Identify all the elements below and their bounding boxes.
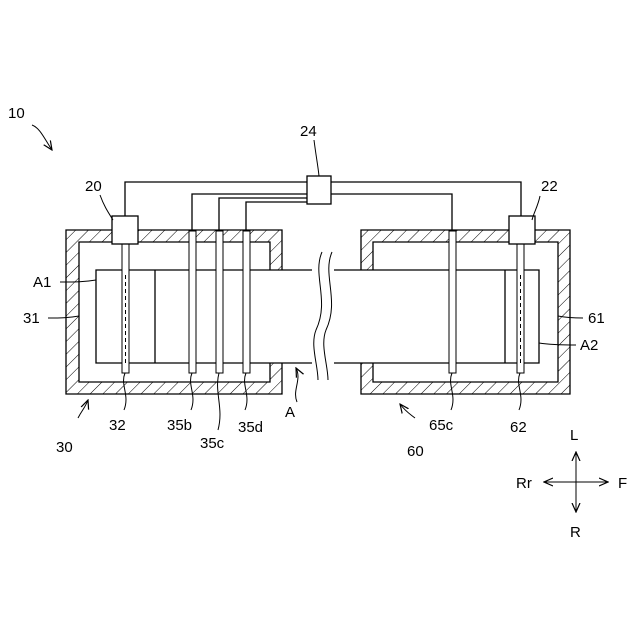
label-probe-65c: 65c <box>429 417 454 434</box>
compass-left-label: Rr <box>516 475 532 492</box>
label-A2: A2 <box>580 337 598 354</box>
compass-up-label: L <box>570 427 578 444</box>
label-unit-20: 20 <box>85 178 102 195</box>
label-apparatus-60: 60 <box>407 443 424 460</box>
label-A1: A1 <box>33 274 51 291</box>
label-wall-61: 61 <box>588 310 605 327</box>
probe-62 <box>517 236 524 373</box>
compass-down-label: R <box>570 524 581 541</box>
label-apparatus-30: 30 <box>56 439 73 456</box>
object-A <box>96 250 539 382</box>
probe-35d <box>243 231 250 373</box>
unit-22-box <box>509 216 535 244</box>
label-device-10: 10 <box>8 105 25 122</box>
probe-32 <box>122 236 129 373</box>
label-probe-35d: 35d <box>238 419 263 436</box>
label-probe-62: 62 <box>510 419 527 436</box>
probe-65c <box>449 231 456 373</box>
direction-compass: L R Rr F <box>516 427 627 541</box>
compass-right-label: F <box>618 475 627 492</box>
unit-24-box <box>307 176 331 204</box>
label-unit-22: 22 <box>541 178 558 195</box>
label-object-A: A <box>285 404 295 421</box>
object-A-left-part <box>96 270 321 363</box>
object-A-right-part <box>330 270 539 363</box>
label-unit-24: 24 <box>300 123 317 140</box>
probe-35b <box>189 231 196 373</box>
probe-35c <box>216 231 223 373</box>
label-probe-35c: 35c <box>200 435 225 452</box>
label-wall-31: 31 <box>23 310 40 327</box>
label-probe-35b: 35b <box>167 417 192 434</box>
label-probe-32: 32 <box>109 417 126 434</box>
unit-20-box <box>112 216 138 244</box>
